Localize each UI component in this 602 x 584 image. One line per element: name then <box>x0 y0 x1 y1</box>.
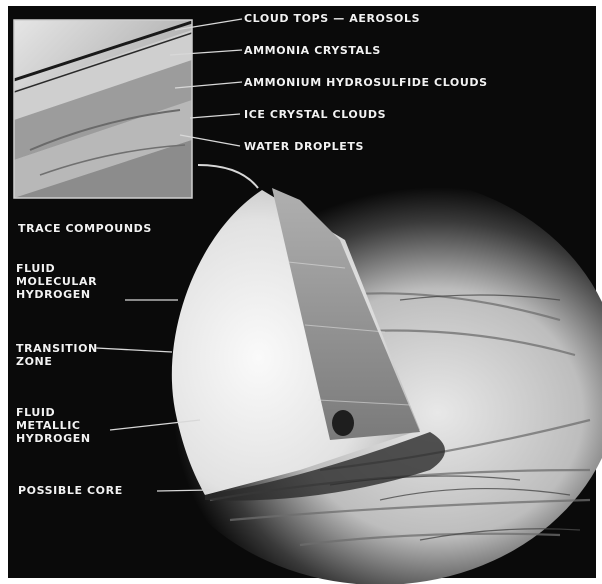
cloud-layers-inset <box>14 20 192 198</box>
label-fluid-metallic-hydrogen: FLUID METALLIC HYDROGEN <box>16 406 91 445</box>
label-fluid-molecular-hydrogen: FLUID MOLECULAR HYDROGEN <box>16 262 97 301</box>
label-possible-core: POSSIBLE CORE <box>18 484 123 497</box>
label-ice-crystal-clouds: ICE CRYSTAL CLOUDS <box>244 108 386 121</box>
label-ammonium-hydrosulfide-clouds: AMMONIUM HYDROSULFIDE CLOUDS <box>244 76 488 89</box>
possible-core-shape <box>332 410 354 436</box>
label-ammonia-crystals: AMMONIA CRYSTALS <box>244 44 381 57</box>
label-transition-zone: TRANSITION ZONE <box>16 342 98 368</box>
label-water-droplets: WATER DROPLETS <box>244 140 364 153</box>
label-trace-compounds: TRACE COMPOUNDS <box>18 222 152 235</box>
label-cloud-tops: CLOUD TOPS — AEROSOLS <box>244 12 420 25</box>
